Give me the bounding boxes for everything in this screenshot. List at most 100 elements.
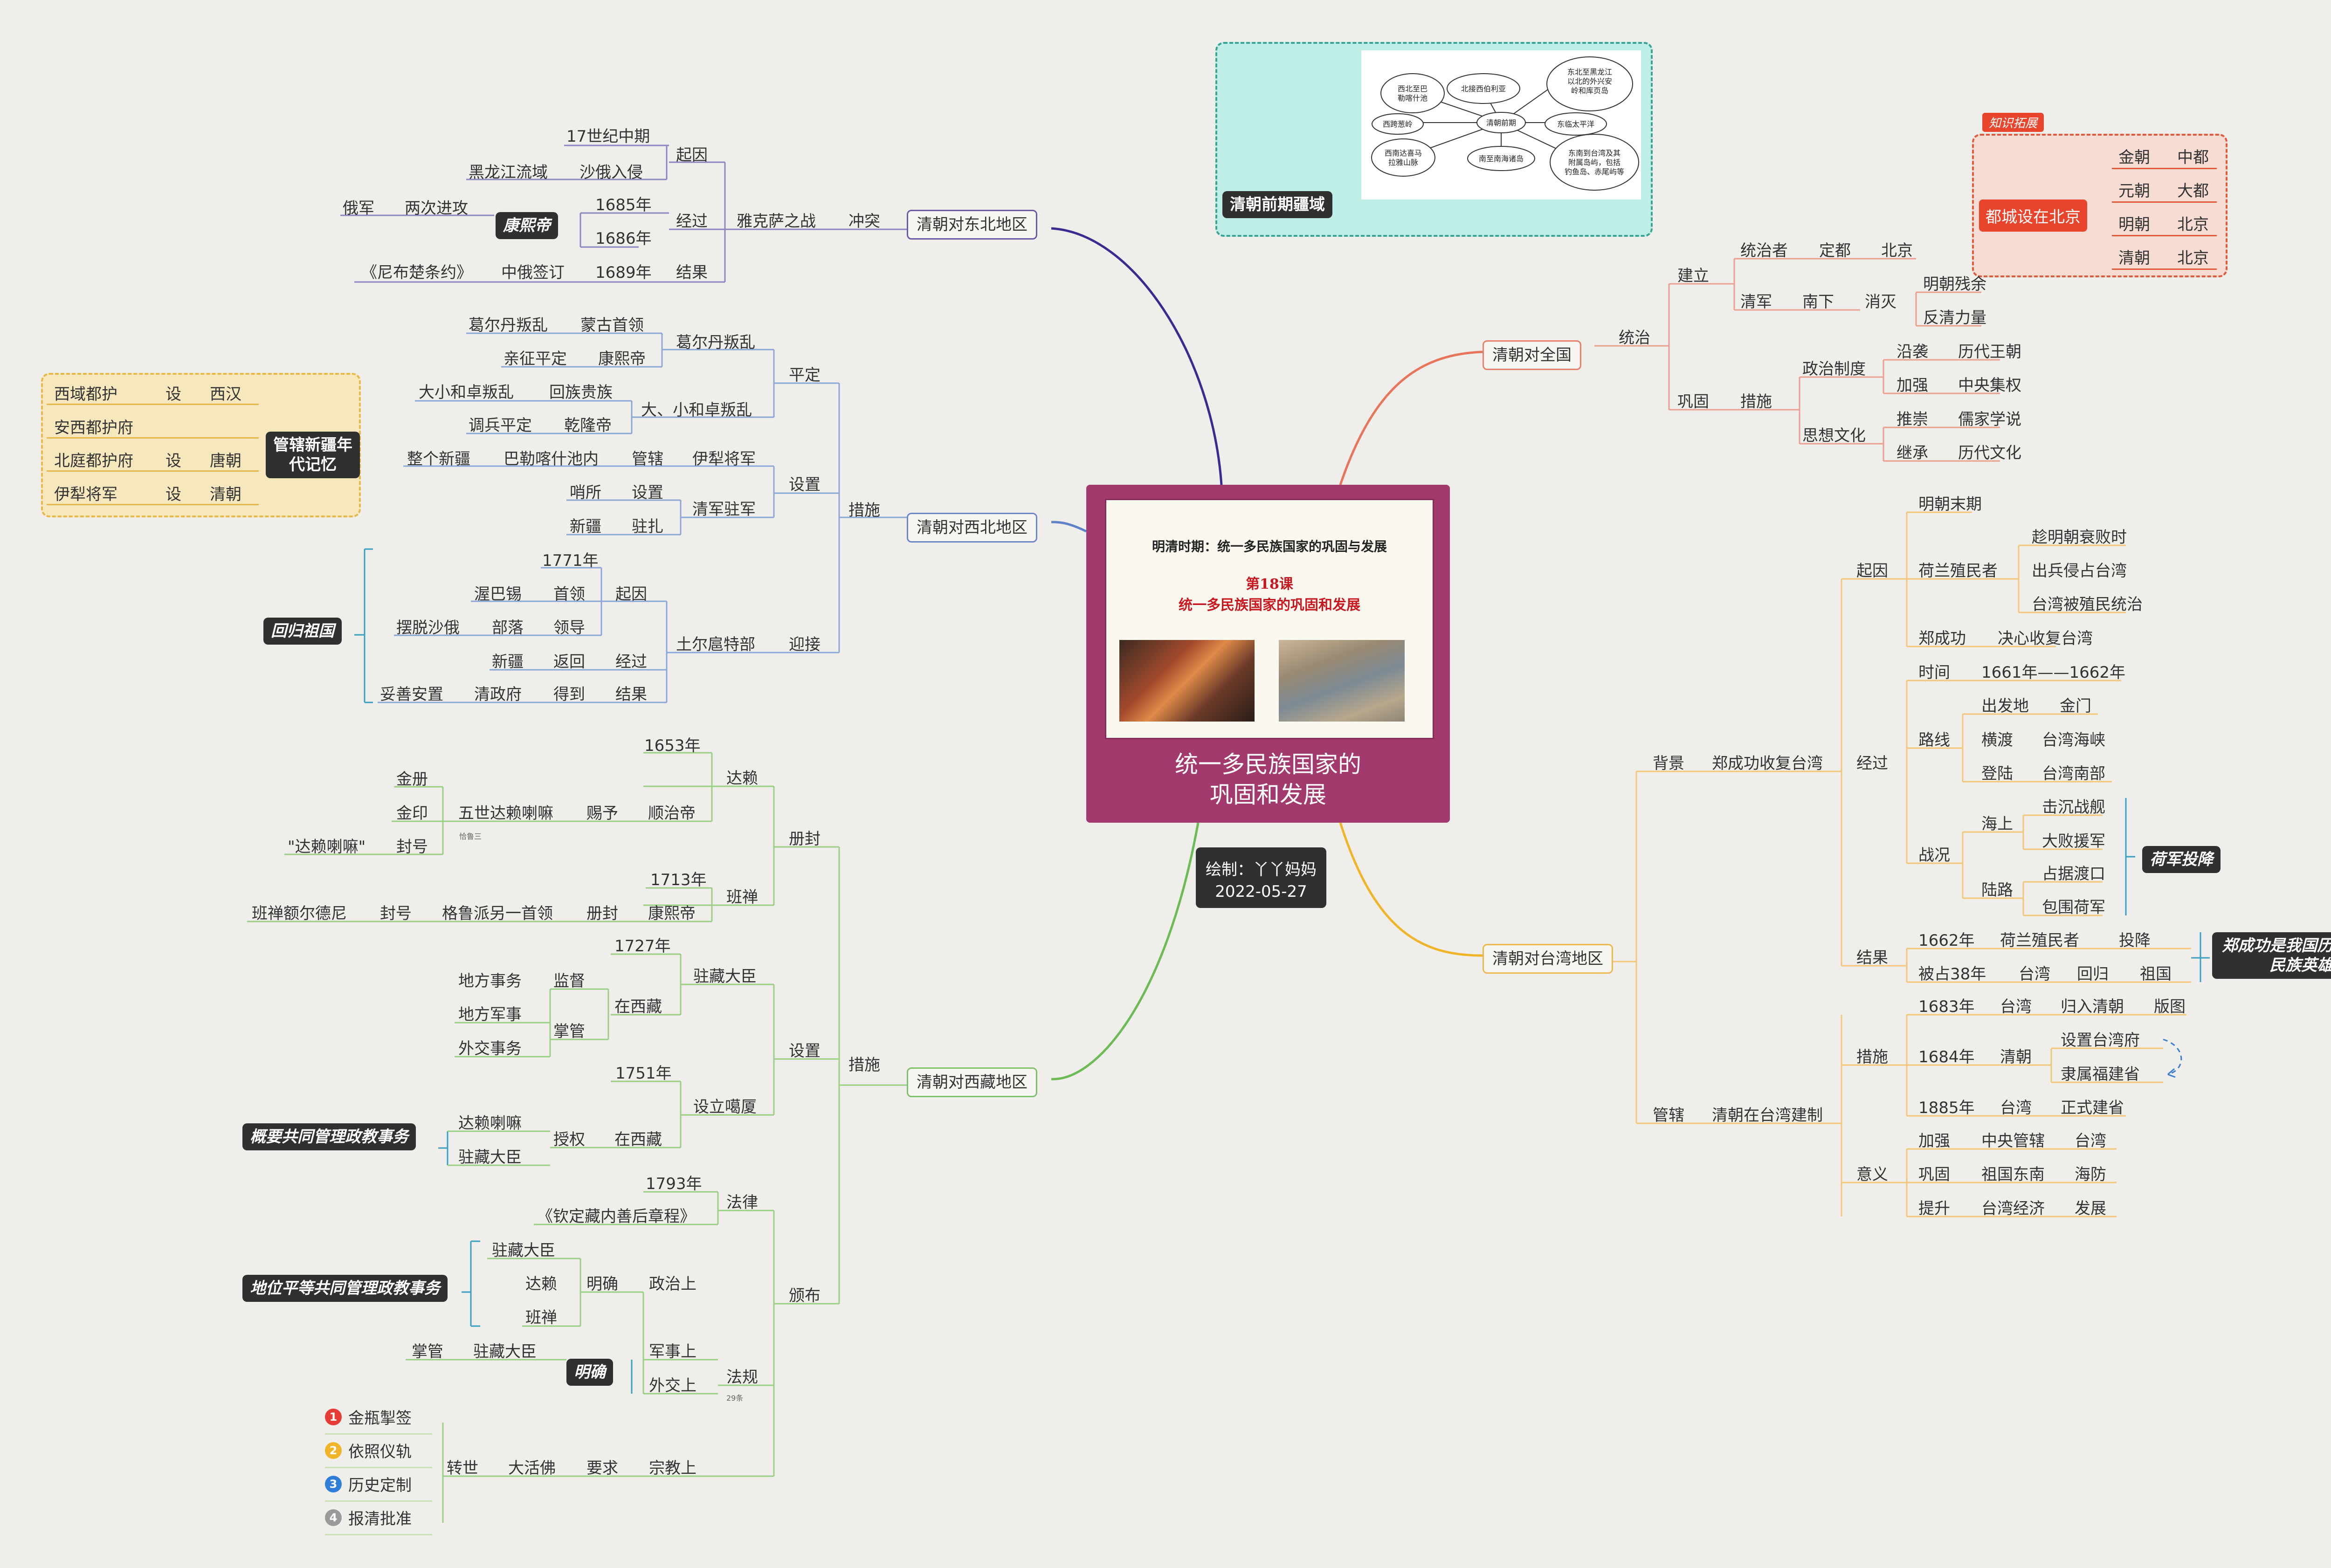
topic-northeast[interactable]: 清朝对东北地区	[907, 210, 1037, 240]
tb-1793[interactable]: 1793年	[646, 1175, 702, 1193]
tb-authorize[interactable]: 授权	[553, 1130, 585, 1149]
tb-amban2[interactable]: 驻藏大臣	[458, 1148, 522, 1167]
tb-gelug[interactable]: 格鲁派另一首领	[442, 904, 553, 923]
tb-dalai-lama[interactable]: "达赖喇嘛"	[288, 838, 366, 856]
tb-supervise[interactable]: 监督	[553, 972, 585, 990]
capital-row[interactable]: 金朝中都	[2112, 140, 2217, 169]
na-capital[interactable]: 定都	[1819, 241, 1851, 260]
na-politic[interactable]: 政治制度	[1802, 360, 1866, 378]
tw-develop[interactable]: 发展	[2075, 1199, 2106, 1218]
tw-territory[interactable]: 版图	[2154, 997, 2186, 1016]
memory-row[interactable]: 安西都护府	[47, 409, 259, 439]
tw-depart[interactable]: 出发地	[1981, 697, 2029, 715]
nw-hezhuo-rebel[interactable]: 大小和卓叛乱	[419, 383, 514, 402]
tb-setup[interactable]: 设置	[789, 1042, 821, 1060]
nw-tribe[interactable]: 部落	[492, 619, 524, 637]
tw-sink[interactable]: 击沉战舰	[2042, 798, 2105, 817]
nw-leader[interactable]: 首领	[553, 585, 585, 604]
tb-enfeoff[interactable]: 册封	[586, 904, 618, 923]
tb-gold-book[interactable]: 金册	[396, 770, 428, 789]
tw-recover[interactable]: 郑成功收复台湾	[1712, 754, 1823, 773]
tb-fifth[interactable]: 五世达赖喇嘛	[458, 804, 553, 823]
tb-panchen[interactable]: 班禅	[726, 888, 758, 907]
nw-lead[interactable]: 领导	[553, 619, 585, 637]
tb-panchen-full[interactable]: 班禅额尔德尼	[252, 904, 347, 923]
nw-xinjiang2[interactable]: 新疆	[492, 653, 524, 671]
nw-got[interactable]: 得到	[553, 685, 585, 704]
nw-result[interactable]: 结果	[615, 685, 647, 704]
tw-govern[interactable]: 管辖	[1653, 1106, 1684, 1125]
nw-pacify[interactable]: 平定	[789, 366, 821, 385]
tb-living-buddha[interactable]: 大活佛	[508, 1459, 556, 1478]
na-anti[interactable]: 反清力量	[1923, 309, 1986, 327]
tb-shunzhi[interactable]: 顺治帝	[648, 804, 696, 823]
nw-hezhuo[interactable]: 大、小和卓叛乱	[641, 401, 752, 420]
ne-cause-place[interactable]: 黑龙江流域	[469, 163, 548, 182]
tw-central-gov[interactable]: 中央管辖	[1981, 1132, 2045, 1150]
nw-settle[interactable]: 妥善安置	[380, 685, 443, 704]
nw-escape[interactable]: 摆脱沙俄	[396, 619, 460, 637]
tb-confer[interactable]: 册封	[789, 830, 821, 848]
tw-build[interactable]: 清朝在台湾建制	[1712, 1106, 1823, 1125]
tb-gold-seal[interactable]: 金印	[396, 804, 428, 823]
na-rule[interactable]: 统治	[1619, 329, 1650, 347]
tw-course[interactable]: 经过	[1856, 754, 1888, 773]
ne-treaty[interactable]: 《尼布楚条约》	[361, 263, 472, 282]
ne-1685[interactable]: 1685年	[595, 196, 652, 214]
tw-occupied[interactable]: 被占38年	[1918, 965, 1986, 983]
tb-clarify[interactable]: 明确	[586, 1275, 618, 1293]
tb-1713[interactable]: 1713年	[650, 871, 707, 889]
na-central[interactable]: 中央集权	[1958, 376, 2021, 395]
tb-require[interactable]: 要求	[586, 1459, 618, 1478]
tw-late-ming[interactable]: 明朝末期	[1918, 495, 1982, 514]
tw-ashore[interactable]: 陆路	[1981, 881, 2013, 900]
ne-battle[interactable]: 雅克萨之战	[737, 212, 816, 231]
tb-1727[interactable]: 1727年	[614, 937, 671, 956]
tb-in-tibet[interactable]: 在西藏	[614, 997, 662, 1016]
tb-promulgate[interactable]: 颁布	[789, 1286, 821, 1305]
tb-dalai-lama2[interactable]: 达赖喇嘛	[458, 1114, 522, 1133]
tb-kangxi[interactable]: 康熙帝	[648, 904, 696, 923]
nw-govern-all[interactable]: 整个新疆	[407, 450, 470, 468]
ne-russia[interactable]: 俄军	[343, 199, 374, 218]
na-strengthen[interactable]: 加强	[1897, 376, 1928, 395]
ne-process[interactable]: 经过	[676, 212, 708, 231]
tb-dalai3[interactable]: 达赖	[525, 1275, 557, 1293]
capital-row[interactable]: 明朝北京	[2112, 207, 2217, 236]
tb-amban[interactable]: 驻藏大臣	[693, 967, 757, 986]
tw-returned[interactable]: 回归	[2077, 965, 2109, 983]
tb-in-tibet2[interactable]: 在西藏	[614, 1130, 662, 1149]
tw-seize[interactable]: 占据渡口	[2042, 865, 2105, 883]
tw-into-qing[interactable]: 归入清朝	[2061, 997, 2124, 1016]
nw-mongol[interactable]: 蒙古首领	[580, 316, 644, 335]
ne-cause-time[interactable]: 17世纪中期	[566, 127, 650, 146]
topic-tibet[interactable]: 清朝对西藏地区	[907, 1067, 1037, 1097]
tw-fujian[interactable]: 隶属福建省	[2061, 1065, 2140, 1084]
tw-resolve[interactable]: 决心收复台湾	[1998, 629, 2093, 648]
tw-strait[interactable]: 台湾海峡	[2042, 731, 2105, 750]
tb-regulation[interactable]: 法规	[726, 1368, 758, 1387]
tw-1683[interactable]: 1683年	[1918, 997, 1975, 1016]
ne-conflict[interactable]: 冲突	[848, 212, 880, 231]
nw-returned[interactable]: 返回	[553, 653, 585, 671]
tb-kashag[interactable]: 设立噶厦	[693, 1098, 757, 1116]
tw-improve[interactable]: 提升	[1918, 1199, 1950, 1218]
nw-govt[interactable]: 清政府	[474, 685, 522, 704]
nw-set[interactable]: 设置	[632, 483, 663, 502]
tw-solidify[interactable]: 巩固	[1918, 1165, 1950, 1184]
na-establish[interactable]: 建立	[1677, 267, 1709, 285]
tb-control[interactable]: 掌管	[553, 1022, 585, 1041]
tw-south[interactable]: 台湾南部	[2042, 764, 2105, 783]
tw-colonized[interactable]: 台湾被殖民统治	[2032, 595, 2143, 614]
tw-route[interactable]: 路线	[1918, 731, 1950, 750]
tw-taiwan3[interactable]: 台湾	[2000, 1099, 2032, 1117]
tb-amban3[interactable]: 驻藏大臣	[492, 1241, 555, 1260]
tw-dutch[interactable]: 荷兰殖民者	[1918, 562, 1998, 580]
na-confucian[interactable]: 儒家学说	[1958, 410, 2021, 429]
nw-welcome[interactable]: 迎接	[789, 635, 821, 654]
tw-occupy[interactable]: 出兵侵占台湾	[2032, 562, 2127, 580]
tw-economy[interactable]: 台湾经济	[1981, 1199, 2045, 1218]
territory-label[interactable]: 清朝前期疆域	[1222, 191, 1332, 218]
